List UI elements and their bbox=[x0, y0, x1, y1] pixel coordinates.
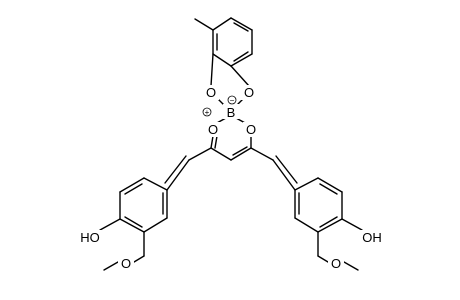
left-aryl-ring bbox=[99, 177, 168, 271]
atom-methoxy-o-left: O bbox=[121, 256, 131, 271]
atom-o-catechol-right: O bbox=[244, 85, 254, 100]
oxonium-charge: + bbox=[205, 108, 210, 117]
boron-charge: − bbox=[230, 96, 235, 105]
right-vinyl bbox=[250, 147, 298, 191]
boron-charge-ring bbox=[227, 95, 237, 105]
methyl-bond bbox=[194, 18, 214, 31]
atom-o-catechol-left: O bbox=[206, 85, 216, 100]
right-aryl-ring bbox=[294, 177, 363, 271]
atom-boron: B bbox=[227, 105, 236, 120]
atom-methoxy-o-right: O bbox=[331, 256, 341, 271]
atom-hydroxyl-right: OH bbox=[362, 230, 382, 245]
atom-hydroxyl-left: HO bbox=[80, 230, 100, 245]
catechol-ring bbox=[194, 17, 253, 67]
atom-labels: O O B − O + O HO O OH O bbox=[78, 85, 384, 271]
atom-o-ring-left: O bbox=[208, 122, 218, 137]
oxonium-charge-ring bbox=[202, 107, 212, 117]
atom-o-ring-right: O bbox=[246, 122, 256, 137]
left-vinyl bbox=[164, 147, 212, 191]
